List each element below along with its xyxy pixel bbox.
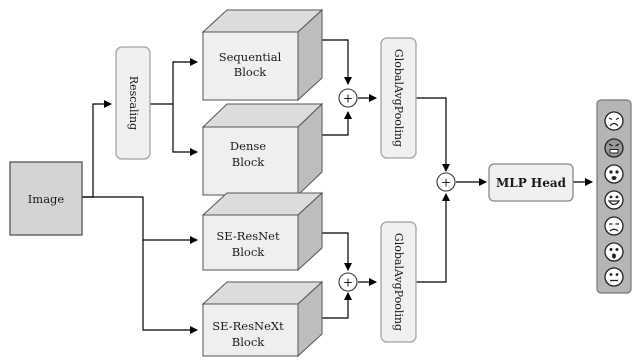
output-panel: [596, 99, 632, 294]
dense-block: Dense Block: [201, 102, 324, 197]
image-label: Image: [28, 192, 65, 206]
angry-face-icon: [604, 138, 624, 158]
gap-bottom-label: GlobalAvgPooling: [392, 233, 405, 331]
mlp-head-label: MLP Head: [496, 176, 567, 190]
add-node-bottom: +: [338, 272, 358, 292]
arrow-gap-top-to-plus: [416, 97, 450, 172]
sad-face-icon: [604, 216, 624, 236]
se-resnext-label-line2: Block: [232, 335, 265, 349]
gap-top-label: GlobalAvgPooling: [392, 49, 405, 147]
add-node-merge: +: [436, 172, 456, 192]
arrow-gap-bottom-to-plus: [416, 193, 450, 283]
arrow-rescaling-to-sequential: [150, 58, 198, 105]
crying-face-icon: [604, 111, 624, 131]
sequential-label-line2: Block: [234, 65, 267, 79]
arrow-se-resnext-to-plus: [316, 292, 352, 319]
surprised-face-icon: [604, 164, 624, 184]
add-node-top: +: [338, 88, 358, 108]
arrow-sequential-to-plus: [316, 39, 352, 85]
happy-face-icon: [604, 190, 624, 210]
add-symbol: +: [441, 176, 451, 190]
image-node: Image: [9, 161, 83, 236]
add-symbol: +: [343, 92, 353, 106]
mlp-head-node: MLP Head: [488, 163, 574, 202]
sequential-label-line1: Sequential: [219, 50, 282, 64]
se-resnet-block: SE-ResNet Block: [201, 191, 324, 272]
arrow-se-resnet-to-plus: [316, 232, 352, 271]
arrow-image-to-se-resnet: [82, 196, 198, 244]
gap-top-node: GlobalAvgPooling: [380, 37, 417, 159]
se-resnext-block: SE-ResNeXt Block: [201, 280, 324, 358]
gap-bottom-node: GlobalAvgPooling: [380, 221, 417, 343]
connectors: [82, 39, 593, 334]
arrow-image-to-rescaling: [82, 100, 112, 198]
se-resnet-label-line1: SE-ResNet: [216, 229, 280, 243]
arrow-rescaling-to-dense: [172, 104, 198, 156]
arrow-dense-to-plus: [316, 111, 352, 136]
rescaling-node: Rescaling: [115, 46, 151, 160]
add-symbol: +: [343, 276, 353, 290]
rescaling-label: Rescaling: [127, 76, 140, 130]
dense-label-line2: Block: [232, 155, 265, 169]
fearful-face-icon: [604, 242, 624, 262]
sequential-block: Sequential Block: [201, 8, 324, 102]
se-resnext-label-line1: SE-ResNeXt: [212, 319, 284, 333]
se-resnet-label-line2: Block: [232, 245, 265, 259]
neutral-face-icon: [604, 267, 624, 287]
arrow-image-to-se-resnext: [142, 240, 198, 334]
dense-label-line1: Dense: [230, 139, 266, 153]
